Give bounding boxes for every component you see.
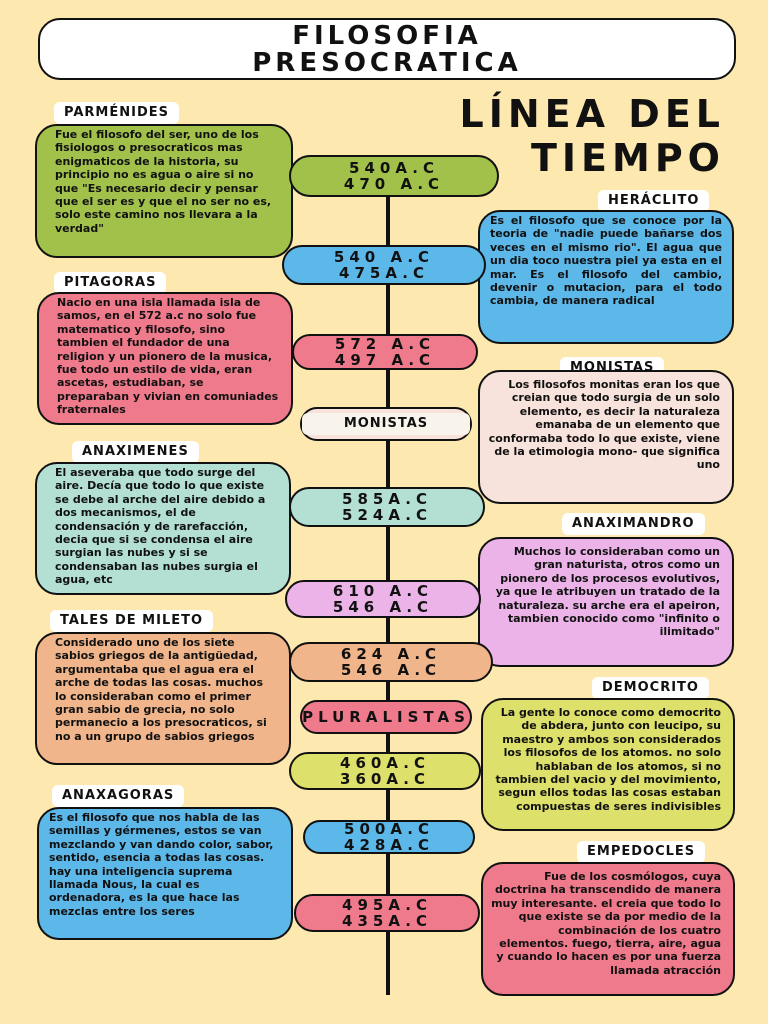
section-pill-pluralistas: PLURALISTAS (300, 700, 472, 734)
card-anaximandro: Muchos lo consideraban como un gran natu… (478, 537, 734, 667)
label-anaximandro: ANAXIMANDRO (562, 513, 705, 535)
label-democrito: DEMOCRITO (592, 677, 709, 699)
card-heraclito: Es el filosofo que se conoce por la teor… (478, 210, 734, 344)
label-empedocles: EMPEDOCLES (577, 841, 706, 863)
card-monistas: Los filosofos monitas eran los que creia… (478, 370, 734, 504)
section-pill-monistas: MONISTAS (300, 407, 472, 441)
title-line-1: FILOSOFIA (292, 21, 482, 51)
card-empedocles: Fue de los cosmólogos, cuya doctrina ha … (481, 862, 735, 996)
label-anaxagoras: ANAXAGORAS (52, 785, 185, 807)
date-pill-heraclito: 540 A.C 475A.C (282, 245, 486, 285)
label-pitagoras: PITAGORAS (54, 272, 167, 294)
date-pill-empedocles: 495A.C 435A.C (294, 894, 480, 932)
heading-line-1: LÍNEA DEL (459, 92, 725, 136)
label-heraclito: HERÁCLITO (598, 190, 710, 212)
date-pill-tales-de-mileto: 624 A.C 546 A.C (289, 642, 493, 682)
date-pill-anaximandro: 610 A.C 546 A.C (285, 580, 481, 618)
label-anaximenes: ANAXIMENES (72, 441, 199, 463)
card-parmenides: Fue el filosofo del ser, uno de los fisi… (35, 124, 293, 258)
timeline-heading: LÍNEA DEL TIEMPO (400, 92, 725, 180)
date-pill-anaxagoras: 500A.C 428A.C (303, 820, 475, 854)
date-pill-democrito: 460A.C 360A.C (289, 752, 481, 790)
card-anaxagoras: Es el filosofo que nos habla de las semi… (37, 807, 293, 940)
card-democrito: La gente lo conoce como democrito de abd… (481, 698, 735, 831)
title-banner: FILOSOFIA PRESOCRATICA (38, 18, 736, 80)
date-pill-pitagoras: 572 A.C 497 A.C (292, 334, 478, 370)
card-tales-de-mileto: Considerado uno de los siete sabios grie… (35, 632, 291, 765)
label-parmenides: PARMÉNIDES (54, 102, 179, 124)
title-line-2: PRESOCRATICA (252, 48, 522, 78)
date-pill-parmenides: 540A.C 470 A.C (289, 155, 499, 197)
card-anaximenes: El aseveraba que todo surge del aire. De… (35, 462, 291, 595)
date-pill-anaximenes: 585A.C 524A.C (289, 487, 485, 527)
card-pitagoras: Nacio en una isla llamada isla de samos,… (37, 292, 293, 425)
label-tales-de-mileto: TALES DE MILETO (50, 610, 214, 632)
heading-line-2: TIEMPO (531, 136, 725, 180)
